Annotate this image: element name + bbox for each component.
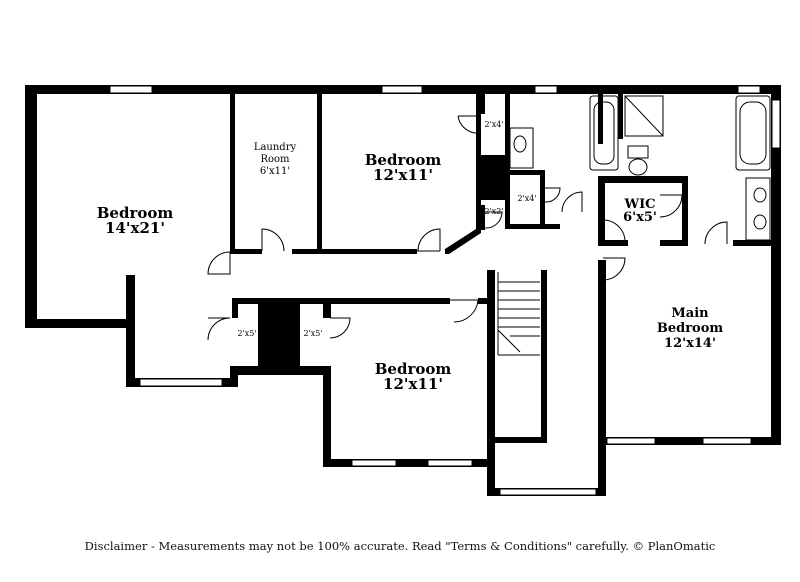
closet-size-2x5-left: 2'x5'	[237, 329, 256, 338]
room-size-bedroom-left: 14'x21'	[105, 219, 165, 237]
doors	[207, 115, 728, 353]
room-name-laundry-line2: Room	[260, 154, 290, 165]
room-size-main: 12'x14'	[664, 336, 716, 351]
room-name-laundry-line1: Laundry	[254, 142, 297, 153]
windows	[109, 85, 781, 496]
stairs	[497, 272, 540, 356]
room-size-wic: 6'x5'	[623, 210, 657, 225]
room-name-bedroom-top: Bedroom	[365, 151, 442, 169]
room-name-bedroom-bottom: Bedroom	[375, 360, 452, 378]
room-name-main-line2: Bedroom	[657, 321, 724, 336]
room-size-bedroom-bottom: 12'x11'	[383, 375, 443, 393]
fixtures	[497, 95, 771, 356]
room-name-main-line1: Main	[671, 306, 709, 321]
disclaimer-text: Disclaimer - Measurements may not be 100…	[84, 539, 716, 553]
closet-size-mid: 2'x4'	[517, 194, 536, 203]
room-name-wic: WIC	[623, 197, 655, 212]
room-size-bedroom-top: 12'x11'	[373, 166, 433, 184]
closet-size-2x2: 2'x2'	[484, 207, 503, 216]
closet-size-top: 2'x4'	[484, 120, 503, 129]
walls	[25, 85, 781, 496]
closet-size-2x5-right: 2'x5'	[303, 329, 322, 338]
room-name-bedroom-left: Bedroom	[97, 204, 174, 222]
room-labels: Bedroom 14'x21' Laundry Room 6'x11' Bedr…	[97, 120, 724, 393]
room-size-laundry: 6'x11'	[260, 166, 290, 177]
